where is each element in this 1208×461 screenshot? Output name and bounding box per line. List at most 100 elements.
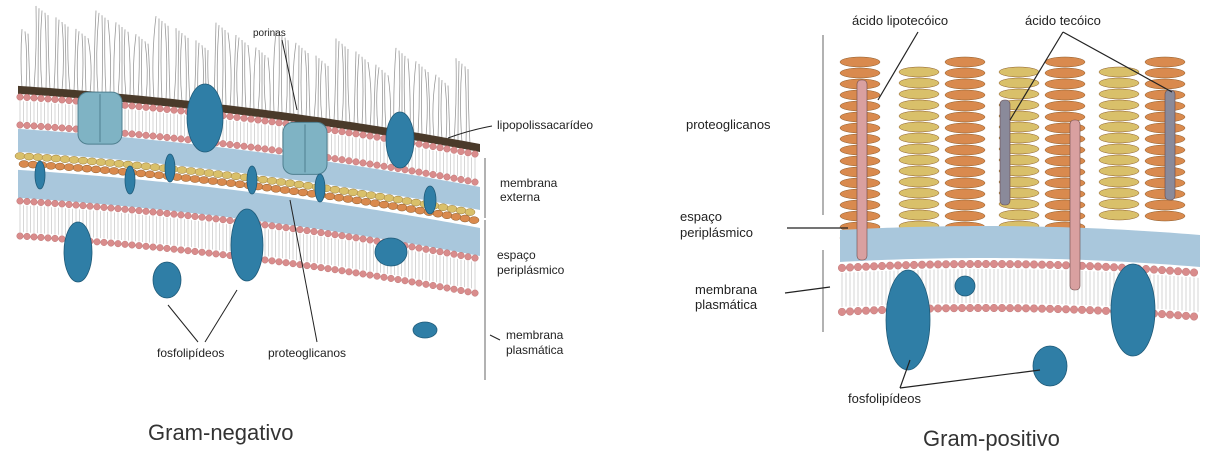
peptidoglycan-strand: [945, 101, 985, 111]
lps-label: lipopolissacarídeo: [497, 118, 593, 132]
protein-blob: [386, 112, 414, 168]
teichoic-acid-rod: [857, 80, 867, 260]
protein-blob: [64, 222, 92, 282]
protein-blob: [125, 166, 135, 194]
peptidoglycan-strand: [945, 112, 985, 122]
outer-membrane-label-1: membrana: [500, 176, 557, 190]
peptidoglycan-strand: [1099, 122, 1139, 132]
peptidoglycan-strand: [945, 189, 985, 199]
periplasm-label-2: periplásmico: [497, 263, 564, 277]
peptidoglycan-strand: [899, 188, 939, 198]
protein-blob: [187, 84, 223, 152]
gp-periplasm-label-1: espaço: [680, 210, 722, 224]
peptidoglycan-strand: [1099, 111, 1139, 121]
peptidoglycan-strand: [945, 156, 985, 166]
gp-peptidoglycan-label: proteoglicanos: [686, 118, 771, 132]
peptidoglycan-strand: [1099, 188, 1139, 198]
peptidoglycan-strand: [945, 134, 985, 144]
peptidoglycan-strand: [899, 133, 939, 143]
peptidoglycan-strand: [1045, 101, 1085, 111]
teichoic-acid-rod: [1165, 90, 1175, 200]
peptidoglycan-strand: [1145, 211, 1185, 221]
peptidoglycan-strand: [899, 100, 939, 110]
peptidoglycan-strand: [899, 177, 939, 187]
peptidoglycan-strand: [1099, 144, 1139, 154]
peptidoglycan-strand: [945, 211, 985, 221]
peptidoglycan-strand: [899, 67, 939, 77]
protein-blob: [955, 276, 975, 296]
gp-phospholipids-label: fosfolipídeos: [848, 392, 921, 406]
gp-plasma-membrane-label-2: plasmática: [695, 298, 757, 312]
peptidoglycan-strand: [945, 200, 985, 210]
peptidoglycan-strand: [1099, 166, 1139, 176]
protein-blob: [1033, 346, 1067, 386]
plasma-membrane-label-2: plasmática: [506, 343, 563, 357]
gram-positive-illustration: [785, 32, 1200, 388]
peptidoglycan-strand: [899, 89, 939, 99]
peptidoglycan-strand: [899, 210, 939, 220]
peptidoglycan-strand: [899, 155, 939, 165]
peptidoglycan-strand: [999, 89, 1039, 99]
protein-blob: [413, 322, 437, 338]
peptidoglycan-strand: [1099, 89, 1139, 99]
peptidoglycan-strand: [945, 145, 985, 155]
peptidoglycan-strand: [1099, 155, 1139, 165]
porins-label: porinas: [253, 28, 286, 39]
protein-blob: [231, 209, 263, 281]
peptidoglycan-strand: [1145, 68, 1185, 78]
peptidoglycan-strand: [1099, 177, 1139, 187]
peptidoglycan-strand: [1099, 78, 1139, 88]
periplasm-label-1: espaço: [497, 248, 536, 262]
protein-blob: [35, 161, 45, 189]
lipoteichoic-acid-label: ácido lipotecóico: [852, 14, 948, 28]
peptidoglycan-strand: [945, 57, 985, 67]
peptidoglycan-strand: [1045, 112, 1085, 122]
peptidoglycan-strand: [1099, 67, 1139, 77]
peptidoglycan-strand: [1045, 68, 1085, 78]
peptidoglycan-strand: [1145, 200, 1185, 210]
peptidoglycan-strand: [1099, 199, 1139, 209]
peptidoglycan-strand: [999, 78, 1039, 88]
gp-plasma-membrane-label-1: membrana: [695, 283, 757, 297]
peptidoglycan-strand: [945, 79, 985, 89]
peptidoglycan-strand: [945, 167, 985, 177]
gram-negative-illustration: [15, 6, 500, 380]
teichoic-acid-rod: [1070, 120, 1080, 290]
peptidoglycan-strand: [840, 57, 880, 67]
gp-membrane-proteins: [886, 264, 1155, 386]
peptidoglycan-strand: [999, 210, 1039, 220]
peptidoglycan-strand: [840, 68, 880, 78]
peptidoglycan-label: proteoglicanos: [268, 346, 346, 360]
protein-blob: [424, 186, 436, 214]
peptidoglycan-strand: [1045, 79, 1085, 89]
teichoic-acid-label: ácido tecóico: [1025, 14, 1101, 28]
peptidoglycan-strand: [899, 111, 939, 121]
gp-peptidoglycan-layer: [840, 57, 1185, 243]
peptidoglycan-strand: [945, 178, 985, 188]
gram-positive-caption: Gram-positivo: [923, 426, 1060, 452]
peptidoglycan-strand: [1099, 100, 1139, 110]
peptidoglycan-strand: [899, 78, 939, 88]
peptidoglycan-strand: [945, 90, 985, 100]
gram-negative-caption: Gram-negativo: [148, 420, 294, 446]
peptidoglycan-strand: [945, 123, 985, 133]
peptidoglycan-strand: [1045, 57, 1085, 67]
teichoic-acid-rod: [1000, 100, 1010, 205]
protein-blob: [165, 154, 175, 182]
phospholipids-label: fosfolipídeos: [157, 346, 224, 360]
plasma-membrane-label-1: membrana: [506, 328, 563, 342]
gp-periplasm-label-2: periplásmico: [680, 226, 753, 240]
peptidoglycan-strand: [899, 166, 939, 176]
peptidoglycan-strand: [945, 68, 985, 78]
peptidoglycan-strand: [1099, 133, 1139, 143]
peptidoglycan-strand: [1099, 210, 1139, 220]
peptidoglycan-strand: [899, 144, 939, 154]
peptidoglycan-strand: [1145, 57, 1185, 67]
peptidoglycan-strand: [899, 199, 939, 209]
protein-blob: [886, 270, 930, 370]
peptidoglycan-strand: [999, 67, 1039, 77]
outer-membrane-label-2: externa: [500, 190, 540, 204]
peptidoglycan-strand: [899, 122, 939, 132]
